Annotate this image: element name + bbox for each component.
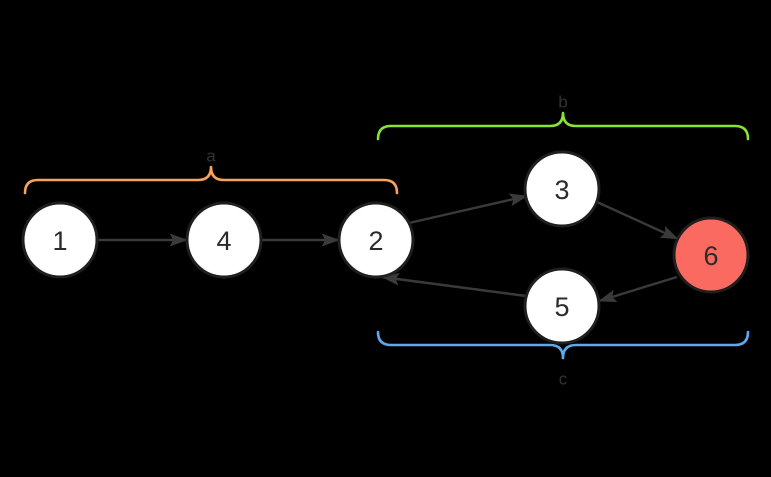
brace-a xyxy=(23,165,399,195)
node-4[interactable]: 4 xyxy=(185,201,263,279)
brace-group-b: b xyxy=(376,93,750,141)
node-circle-6[interactable] xyxy=(672,216,750,294)
node-5[interactable]: 5 xyxy=(523,267,601,345)
braces-layer: a b c xyxy=(23,93,750,389)
node-2[interactable]: 2 xyxy=(337,201,415,279)
node-circle-5[interactable] xyxy=(523,267,601,345)
edge-5-to-2 xyxy=(381,272,527,298)
edge-3-to-6 xyxy=(596,200,679,241)
brace-b xyxy=(376,111,750,141)
edges-layer xyxy=(97,193,679,303)
edge-2-to-3 xyxy=(408,193,528,225)
node-circle-3[interactable] xyxy=(523,150,601,228)
node-1[interactable]: 1 xyxy=(21,201,99,279)
node-circle-2[interactable] xyxy=(337,201,415,279)
node-circle-4[interactable] xyxy=(185,201,263,279)
node-6[interactable]: 6 xyxy=(672,216,750,294)
node-3[interactable]: 3 xyxy=(523,150,601,228)
brace-label-b: b xyxy=(558,93,567,112)
brace-label-c: c xyxy=(559,370,568,389)
node-circle-1[interactable] xyxy=(21,201,99,279)
brace-group-a: a xyxy=(23,147,399,195)
brace-group-c: c xyxy=(376,330,750,389)
edge-6-to-5 xyxy=(598,275,678,303)
brace-label-a: a xyxy=(206,147,216,166)
brace-c xyxy=(376,330,750,360)
